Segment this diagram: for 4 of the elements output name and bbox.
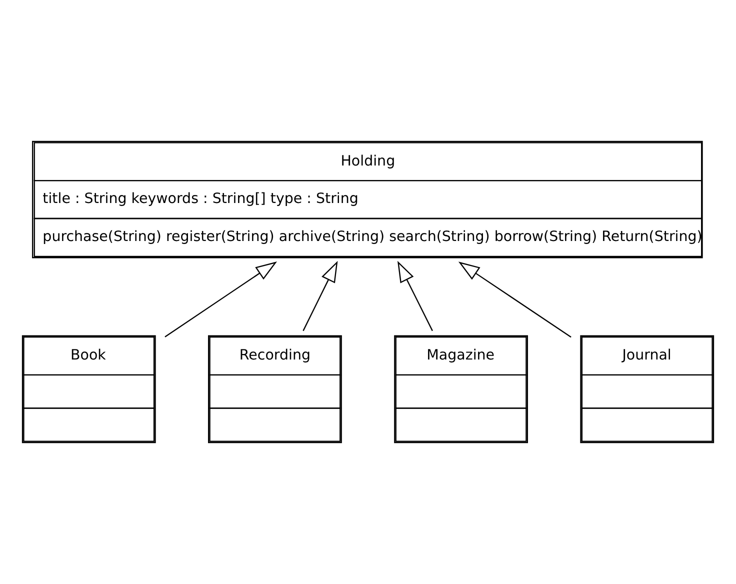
arrow: [397, 260, 433, 332]
arrow: [164, 262, 278, 338]
arrow: [302, 260, 338, 332]
arrow: [458, 262, 572, 338]
